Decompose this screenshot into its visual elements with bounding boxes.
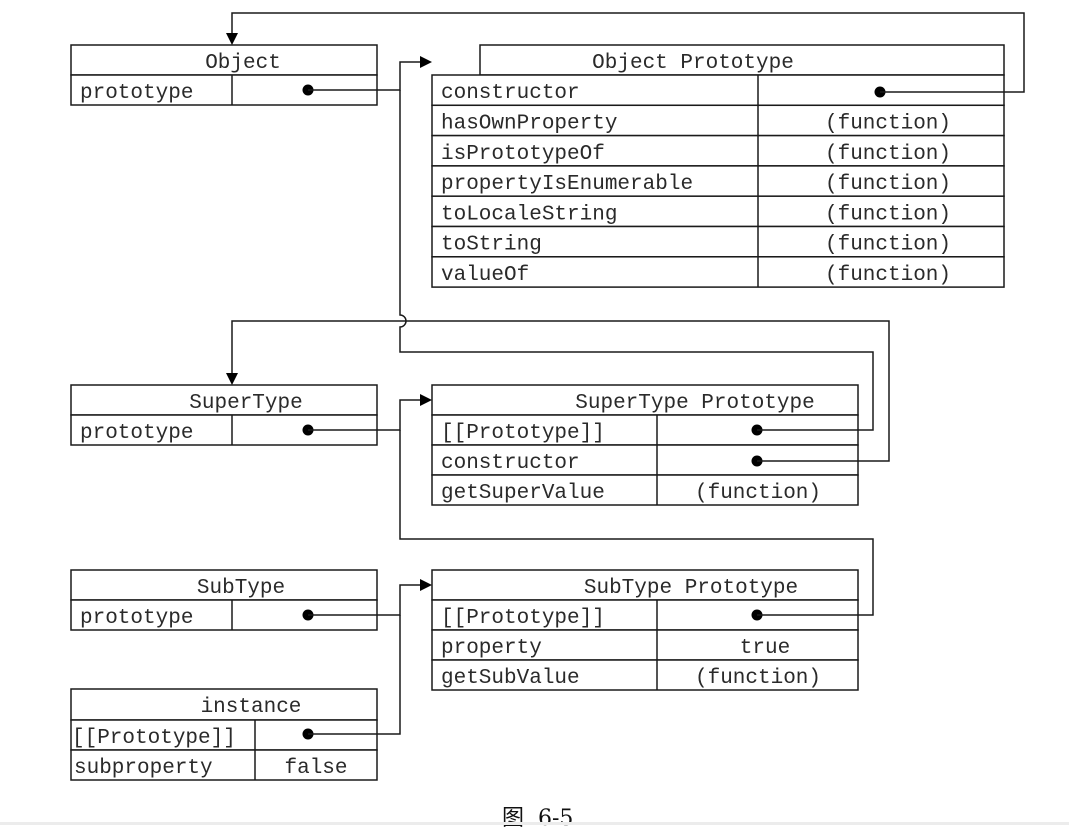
instance-box: instance [[Prototype]] subproperty false bbox=[70, 688, 378, 781]
table-row bbox=[431, 256, 1005, 288]
supertype-title: SuperType bbox=[189, 392, 302, 415]
supertype-row-key: prototype bbox=[80, 422, 193, 445]
row-value: (function) bbox=[695, 482, 821, 505]
row-key: valueOf bbox=[441, 264, 529, 287]
row-value: (function) bbox=[825, 113, 951, 136]
table-row bbox=[431, 195, 1005, 228]
edge-instance-to-subtype-prototype bbox=[308, 615, 401, 735]
table-row bbox=[431, 225, 1005, 258]
row-value: (function) bbox=[695, 667, 821, 690]
table-row bbox=[70, 749, 378, 781]
arrow-head-icon bbox=[226, 33, 238, 45]
object-row-key: prototype bbox=[80, 82, 193, 105]
subtype-prototype-box: SubType Prototype [[Prototype]] property… bbox=[431, 569, 859, 691]
row-key: getSubValue bbox=[441, 667, 580, 690]
edge-subtype-prototype-to-supertype-prototype bbox=[399, 430, 874, 616]
row-value: (function) bbox=[825, 173, 951, 196]
edge-supertype-prototype-to-object-prototype bbox=[399, 90, 874, 431]
supertype-prototype-box: SuperType Prototype [[Prototype]] constr… bbox=[431, 384, 859, 506]
figure-caption: 图 6-5 bbox=[502, 806, 574, 831]
subtype-row-key: prototype bbox=[80, 607, 193, 630]
row-key: [[Prototype]] bbox=[72, 727, 236, 750]
row-key: subproperty bbox=[74, 757, 213, 780]
supertype-box: SuperType prototype bbox=[70, 384, 378, 446]
instance-header bbox=[70, 688, 378, 721]
row-value: true bbox=[740, 637, 790, 660]
subtype-title: SubType bbox=[197, 577, 285, 600]
row-key: getSuperValue bbox=[441, 482, 605, 505]
edge-object-to-object-prototype bbox=[308, 61, 420, 91]
table-row bbox=[431, 599, 859, 631]
row-value: false bbox=[284, 757, 347, 780]
object-prototype-box: Object Prototype constructor hasOwnPrope… bbox=[431, 44, 1005, 288]
row-value: (function) bbox=[825, 143, 951, 166]
arrow-head-icon bbox=[420, 394, 432, 406]
edge-subtype-to-subtype-prototype bbox=[308, 584, 420, 616]
page-bottom-edge bbox=[0, 822, 1069, 825]
row-key: property bbox=[441, 637, 542, 660]
table-row bbox=[431, 74, 1005, 107]
table-row bbox=[431, 444, 859, 476]
row-key: hasOwnProperty bbox=[441, 113, 617, 136]
table-row bbox=[431, 134, 1005, 167]
edge-supertype-prototype-constructor-to-supertype bbox=[231, 320, 890, 462]
row-key: propertyIsEnumerable bbox=[441, 173, 693, 196]
supertype-header bbox=[70, 384, 378, 416]
table-row bbox=[431, 659, 859, 691]
table-row bbox=[431, 629, 859, 661]
edge-supertype-to-supertype-prototype bbox=[308, 399, 420, 431]
row-key: constructor bbox=[441, 452, 580, 475]
row-value: (function) bbox=[825, 264, 951, 287]
subtype-prototype-title: SubType Prototype bbox=[584, 577, 798, 600]
subtype-box: SubType prototype bbox=[70, 569, 378, 631]
row-key: constructor bbox=[441, 82, 580, 105]
instance-title: instance bbox=[201, 696, 302, 719]
object-prototype-header bbox=[479, 44, 1005, 76]
table-row bbox=[70, 719, 378, 751]
row-key: [[Prototype]] bbox=[441, 607, 605, 630]
supertype-prototype-title: SuperType Prototype bbox=[575, 392, 814, 415]
row-key: toString bbox=[441, 234, 542, 257]
subtype-header bbox=[70, 569, 378, 601]
row-key: toLocaleString bbox=[441, 203, 617, 226]
row-value: (function) bbox=[825, 234, 951, 257]
object-header bbox=[70, 44, 378, 76]
table-row bbox=[431, 474, 859, 506]
object-title: Object bbox=[205, 52, 281, 75]
arrow-head-icon bbox=[420, 579, 432, 591]
arrow-head-icon bbox=[226, 373, 238, 385]
table-row bbox=[431, 165, 1005, 197]
row-key: isPrototypeOf bbox=[441, 143, 605, 166]
arrow-head-icon bbox=[420, 56, 432, 68]
row-value: (function) bbox=[825, 203, 951, 226]
edge-object-prototype-constructor-to-object bbox=[231, 12, 1025, 93]
row-key: [[Prototype]] bbox=[441, 422, 605, 445]
object-box: Object prototype bbox=[70, 44, 378, 106]
object-prototype-title: Object Prototype bbox=[592, 52, 794, 75]
